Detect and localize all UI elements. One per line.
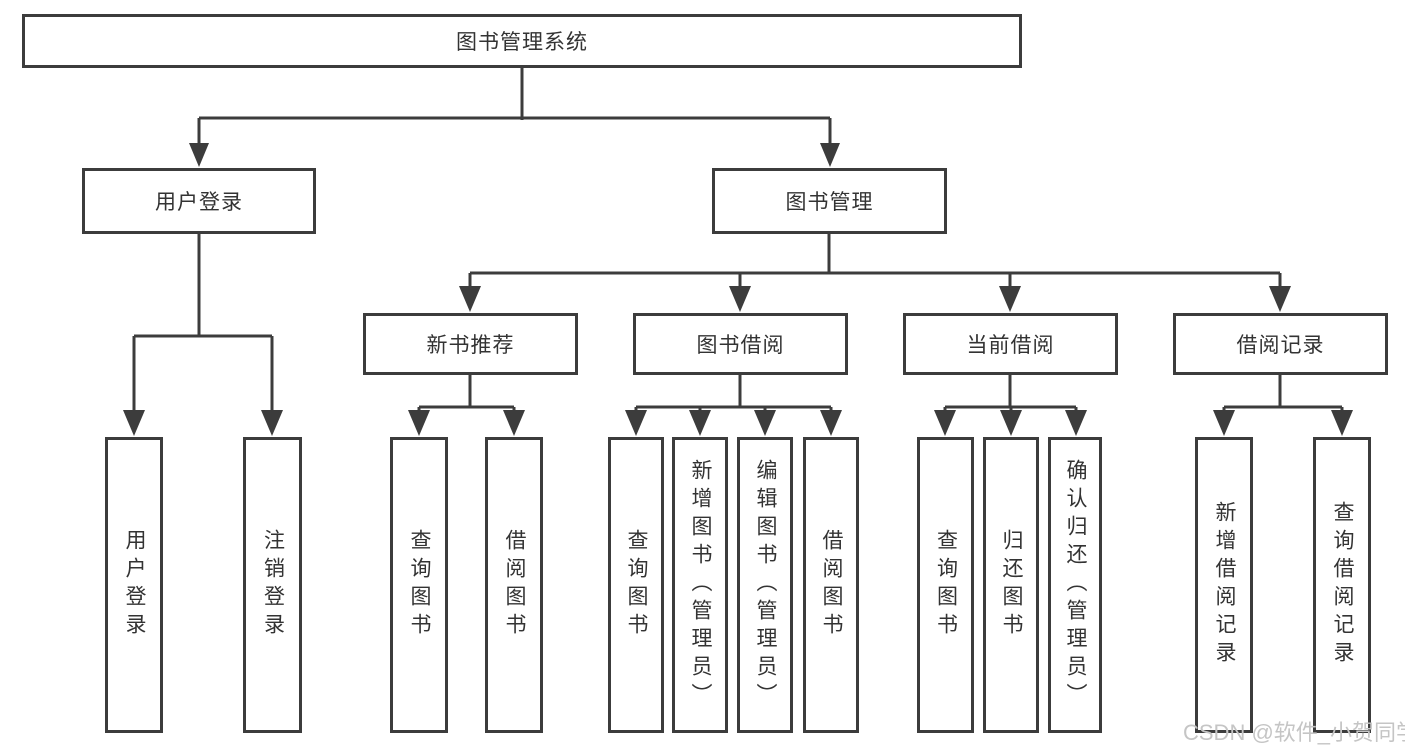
leaf-label: 新增借阅记录 [1213, 501, 1236, 669]
node-root-system: 图书管理系统 [22, 14, 1022, 68]
leaf-label: 查询图书 [625, 529, 648, 641]
connector-records-to-leaves [1213, 375, 1353, 436]
connector-newbook-to-leaves [408, 375, 525, 436]
leaf-label: 查询图书 [934, 529, 958, 641]
leaf-add-borrow-record: 新增借阅记录 [1195, 437, 1253, 733]
leaf-borrow-books-newbook: 借阅图书 [485, 437, 543, 733]
leaf-query-books-borrow: 查询图书 [608, 437, 664, 733]
node-current-borrow: 当前借阅 [903, 313, 1118, 375]
connector-bookmgmt-to-level3 [459, 234, 1291, 312]
leaf-label: 用户登录 [123, 529, 146, 641]
leaf-label: 查询借阅记录 [1331, 501, 1354, 669]
connector-userlogin-to-leaves [123, 234, 283, 436]
leaf-logout: 注销登录 [243, 437, 302, 733]
leaf-label: 注销登录 [261, 529, 285, 641]
leaf-user-login: 用户登录 [105, 437, 163, 733]
node-book-management: 图书管理 [712, 168, 947, 234]
leaf-return-books: 归还图书 [983, 437, 1039, 733]
leaf-label: 新增图书（管理员） [689, 459, 712, 711]
csdn-watermark: CSDN @软件_小贺同学 [1183, 720, 1405, 745]
leaf-confirm-return-admin: 确认归还（管理员） [1048, 437, 1102, 733]
connector-borrow-to-leaves [625, 375, 842, 436]
connector-root-to-level2 [189, 68, 840, 167]
leaf-query-books-current: 查询图书 [917, 437, 974, 733]
node-new-book-recommend: 新书推荐 [363, 313, 578, 375]
leaf-label: 确认归还（管理员） [1064, 459, 1087, 711]
leaf-borrow-books: 借阅图书 [803, 437, 859, 733]
node-user-login: 用户登录 [82, 168, 316, 234]
leaf-query-borrow-record: 查询借阅记录 [1313, 437, 1371, 733]
node-book-borrow: 图书借阅 [633, 313, 848, 375]
leaf-add-books-admin: 新增图书（管理员） [672, 437, 728, 733]
leaf-label: 借阅图书 [820, 529, 843, 641]
leaf-edit-books-admin: 编辑图书（管理员） [737, 437, 793, 733]
connector-current-to-leaves [934, 375, 1087, 436]
leaf-label: 查询图书 [408, 529, 431, 641]
leaf-query-books-newbook: 查询图书 [390, 437, 448, 733]
leaf-label: 编辑图书（管理员） [754, 459, 777, 711]
node-borrow-records: 借阅记录 [1173, 313, 1388, 375]
leaf-label: 借阅图书 [503, 529, 526, 641]
leaf-label: 归还图书 [1000, 529, 1023, 641]
